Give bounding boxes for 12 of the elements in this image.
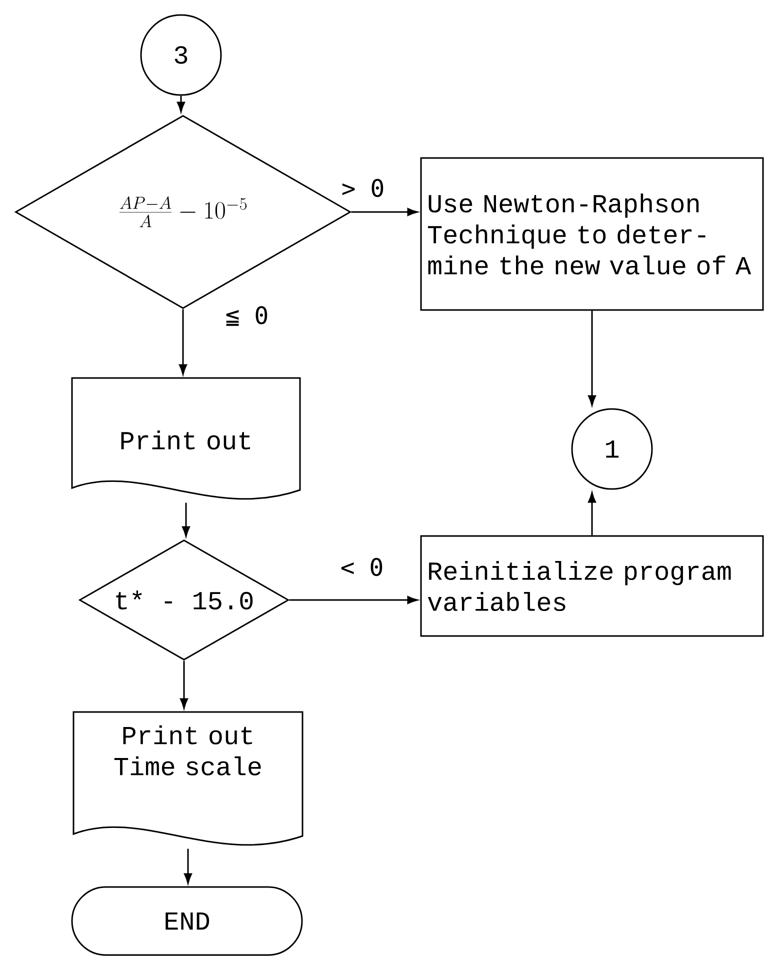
arrow (179, 309, 187, 375)
arrow (588, 310, 596, 406)
arrow (180, 660, 188, 709)
edge-label: < 0 (339, 556, 385, 578)
process-box: Reinitialize program variables (420, 535, 764, 637)
arrow (177, 96, 185, 112)
arrow (588, 492, 596, 536)
process-box: Use Newton-Raphson Technique to deter- mine the new value of A (420, 157, 764, 311)
arrow (351, 208, 418, 216)
arrow (184, 848, 192, 884)
arrow (182, 502, 190, 537)
arrow (289, 596, 418, 604)
